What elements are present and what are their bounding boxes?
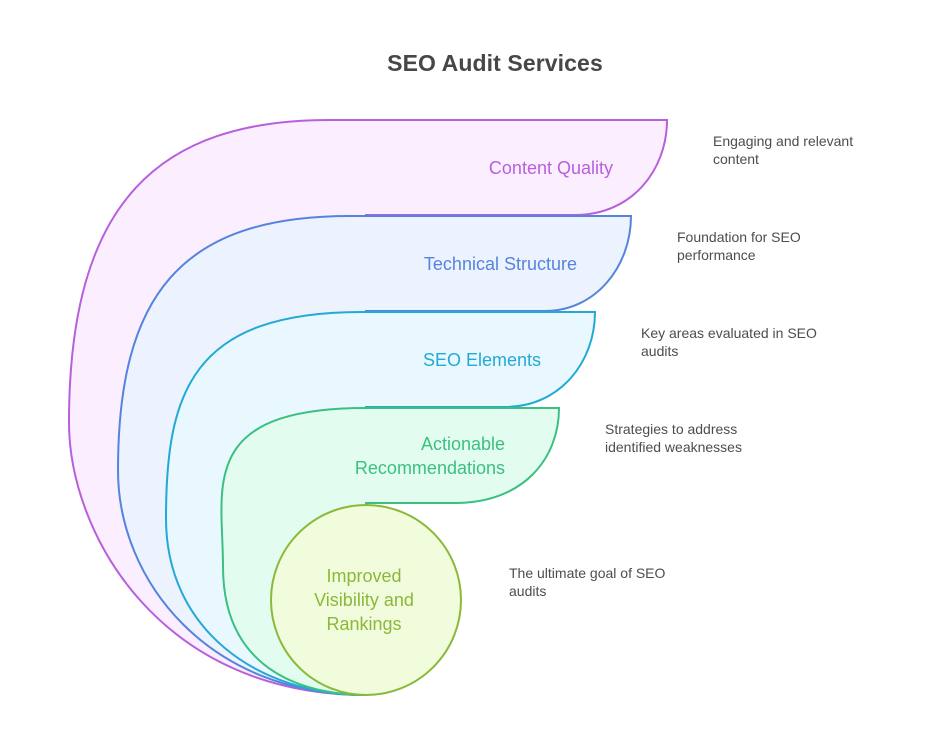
layer-description-4: Strategies to address identified weaknes… (605, 421, 742, 455)
layer-label-3: SEO Elements (423, 350, 541, 370)
layer-description-5: The ultimate goal of SEO audits (509, 565, 666, 599)
layer-description-2: Foundation for SEO performance (677, 229, 801, 263)
diagram-title: SEO Audit Services (387, 50, 603, 76)
layer-description-3: Key areas evaluated in SEO audits (641, 325, 817, 359)
layer-description-1: Engaging and relevant content (713, 133, 854, 167)
layer-label-2: Technical Structure (424, 254, 577, 274)
core-circle (270, 504, 462, 696)
layer-label-1: Content Quality (489, 158, 613, 178)
